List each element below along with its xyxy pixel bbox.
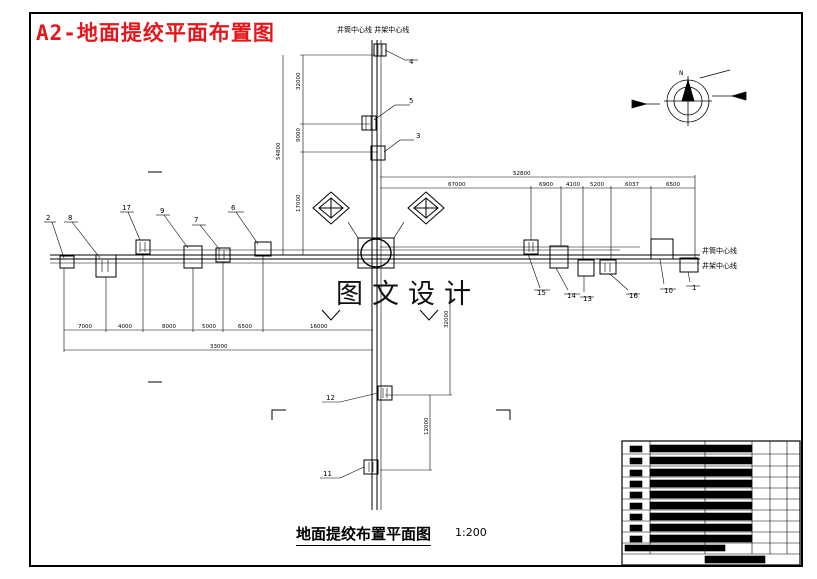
equipment-label: 5	[409, 97, 413, 105]
equipment-label: 9	[160, 207, 164, 215]
dimension-value: 8000	[162, 324, 176, 330]
equipment-label: 12	[326, 394, 335, 402]
dimension-value: 54800	[276, 142, 282, 160]
dimension-lines	[63, 54, 696, 471]
equipment-label: 14	[567, 292, 576, 300]
dimension-value: 9000	[296, 128, 302, 142]
dimension-value: 12000	[424, 417, 430, 435]
equipment-label: 16	[629, 292, 638, 300]
title-block	[621, 440, 801, 566]
svg-text:N: N	[679, 70, 684, 77]
dimension-value: 5200	[590, 182, 604, 188]
headframe-diamonds	[312, 191, 445, 225]
dimension-value: 52800	[513, 171, 531, 177]
dimension-value: 6900	[539, 182, 553, 188]
equipment-label: 17	[122, 204, 131, 212]
dimension-value: 6037	[625, 182, 639, 188]
compass-rose-icon: N	[664, 70, 712, 126]
equipment-label: 2	[46, 214, 50, 222]
equipment-label: 8	[68, 214, 72, 222]
vertical-axis-lines	[371, 40, 382, 510]
headframe-centerline-label: 井架中心线	[702, 262, 737, 270]
drawing-border	[29, 12, 803, 567]
dimension-value: 17000	[296, 194, 302, 212]
dimension-value: 32000	[296, 72, 302, 90]
dimension-value: 32000	[444, 310, 450, 328]
shaft-centerline-label-top: 井筒中心线 井架中心线	[337, 26, 410, 34]
shaft-centerline-label: 井筒中心线	[702, 247, 737, 255]
equipment-label: 4	[409, 58, 414, 66]
equipment-label: 7	[194, 216, 198, 224]
dimension-value: 7000	[78, 324, 92, 330]
equipment-label: 13	[583, 295, 592, 303]
dimension-value: 4000	[118, 324, 132, 330]
equipment-label: 15	[537, 289, 546, 297]
drawing-title: 地面提绞布置平面图	[296, 523, 432, 546]
wind-direction-icon	[631, 69, 747, 109]
dimension-value: 6500	[666, 182, 680, 188]
dimension-value: 33000	[210, 344, 228, 350]
winch-boxes	[59, 43, 699, 475]
watermark-text: 图文设计	[336, 279, 480, 310]
dimension-value: 67000	[448, 182, 466, 188]
equipment-label: 1	[692, 284, 696, 292]
drawing-scale: 1:200	[455, 526, 487, 539]
equipment-label: 11	[323, 470, 332, 478]
equipment-label: 6	[231, 204, 236, 212]
dimension-value: 4100	[566, 182, 580, 188]
horizontal-axis-lines	[50, 246, 700, 264]
sheet-header-title: A2-地面提绞平面布置图	[36, 21, 275, 45]
section-markers	[148, 171, 511, 420]
dimension-value: 6500	[238, 324, 252, 330]
dimension-value: 16000	[310, 324, 328, 330]
dimension-texts: 32000 9000 17000 54800 52800 67000 6900 …	[78, 72, 680, 435]
leader-lines	[44, 49, 700, 479]
equipment-number-labels: 2 8 17 9 7 6 5 4 3 15 14 13 16 10 1 12 1…	[46, 58, 696, 478]
equipment-label: 3	[416, 132, 420, 140]
winch-box-hatch	[101, 44, 611, 472]
dimension-value: 5000	[202, 324, 216, 330]
equipment-label: 10	[664, 287, 673, 295]
shaft-structure	[347, 221, 405, 269]
